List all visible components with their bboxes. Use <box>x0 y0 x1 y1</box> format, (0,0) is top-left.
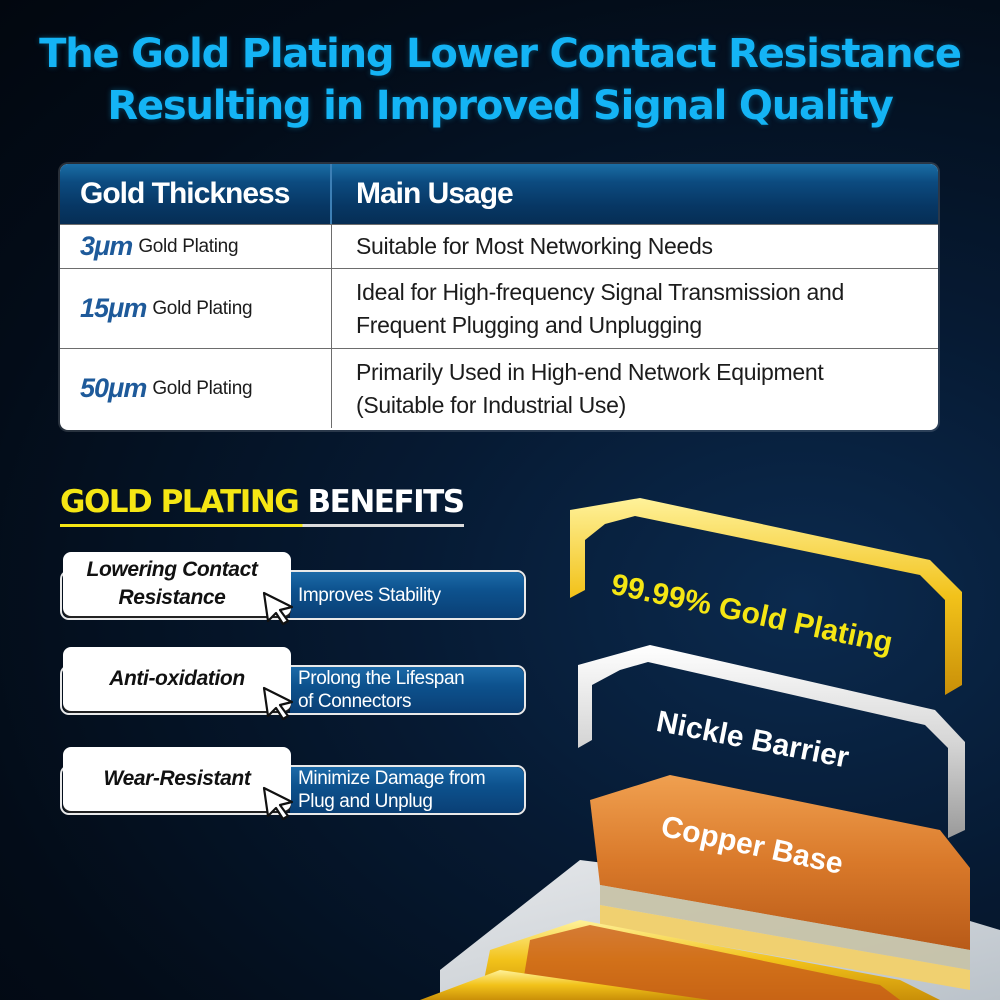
headline: The Gold Plating Lower Contact Resistanc… <box>0 28 1000 132</box>
benefit-name-button[interactable]: Wear-Resistant <box>63 747 291 811</box>
connector-layers-illustration: 99.99% Gold Plating Nickle Barrier Coppe… <box>380 480 1000 1000</box>
benefit-outline <box>60 570 526 620</box>
thickness-cell: 50μm Gold Plating <box>60 349 332 428</box>
thickness-suffix: Gold Plating <box>138 235 239 257</box>
header-main-usage: Main Usage <box>356 177 514 210</box>
benefit-description-line-1: Improves Stability <box>298 584 441 606</box>
usage-cell: Suitable for Most Networking Needs <box>332 225 938 268</box>
benefit-name-line-2: Resistance <box>118 586 226 609</box>
usage-text-line-1: Ideal for High-frequency Signal Transmis… <box>356 278 845 305</box>
benefit-description: Minimize Damage from Plug and Unplug <box>290 767 524 813</box>
thickness-value: 3μm <box>80 231 133 261</box>
thickness-cell: 3μm Gold Plating <box>60 225 332 268</box>
benefit-description-line-2: of Connectors <box>298 691 412 712</box>
usage-cell: Primarily Used in High-end Network Equip… <box>332 349 938 428</box>
cursor-arrow-icon <box>262 786 294 821</box>
benefit-name-button[interactable]: Lowering Contact Resistance <box>63 552 291 616</box>
benefit-name-line-1: Wear-Resistant <box>103 767 251 790</box>
cursor-arrow-icon <box>262 591 294 626</box>
table-header: Gold Thickness Main Usage <box>60 164 938 224</box>
thickness-suffix: Gold Plating <box>152 377 253 399</box>
benefit-description-line-1: Prolong the Lifespan <box>298 668 465 689</box>
benefits-title: GOLD PLATING BENEFITS <box>60 484 466 527</box>
benefit-wear-resistant: Minimize Damage from Plug and Unplug Wea… <box>60 747 526 821</box>
benefits-title-highlight: GOLD PLATING <box>60 484 300 520</box>
usage-text: Suitable for Most Networking Needs <box>356 233 713 259</box>
gold-thickness-table: Gold Thickness Main Usage 3μm Gold Plati… <box>60 164 938 430</box>
header-gold-thickness: Gold Thickness <box>60 164 332 224</box>
benefit-description: Improves Stability <box>290 572 524 618</box>
benefit-outline <box>60 765 526 815</box>
thickness-cell: 15μm Gold Plating <box>60 269 332 348</box>
benefits-title-rest: BENEFITS <box>307 484 466 520</box>
connector-layers-graphic <box>420 498 1000 1000</box>
cursor-arrow-icon <box>262 686 294 721</box>
benefit-name-line-1: Anti-oxidation <box>109 667 245 690</box>
benefit-name-line-1: Lowering Contact <box>86 558 258 581</box>
benefit-lowering-contact-resistance: Improves Stability Lowering Contact Resi… <box>60 552 526 626</box>
benefit-anti-oxidation: Prolong the Lifespan of Connectors Anti-… <box>60 647 526 721</box>
benefit-description: Prolong the Lifespan of Connectors <box>290 667 524 713</box>
thickness-value: 50μm <box>80 373 147 403</box>
usage-cell: Ideal for High-frequency Signal Transmis… <box>332 269 938 348</box>
table-row: 3μm Gold Plating Suitable for Most Netwo… <box>60 224 938 268</box>
thickness-value: 15μm <box>80 293 147 323</box>
benefit-name-button[interactable]: Anti-oxidation <box>63 647 291 711</box>
headline-line-2: Resulting in Improved Signal Quality <box>107 83 893 129</box>
benefit-outline <box>60 665 526 715</box>
thickness-suffix: Gold Plating <box>152 297 253 319</box>
benefit-description-line-2: Plug and Unplug <box>298 791 433 812</box>
usage-text-line-2: (Suitable for Industrial Use) <box>356 391 626 418</box>
table-row: 50μm Gold Plating Primarily Used in High… <box>60 348 938 428</box>
usage-text-line-2: Frequent Plugging and Unplugging <box>356 311 702 338</box>
usage-text-line-1: Primarily Used in High-end Network Equip… <box>356 358 824 385</box>
headline-line-1: The Gold Plating Lower Contact Resistanc… <box>39 31 962 77</box>
table-row: 15μm Gold Plating Ideal for High-frequen… <box>60 268 938 348</box>
benefit-description-line-1: Minimize Damage from <box>298 768 486 789</box>
